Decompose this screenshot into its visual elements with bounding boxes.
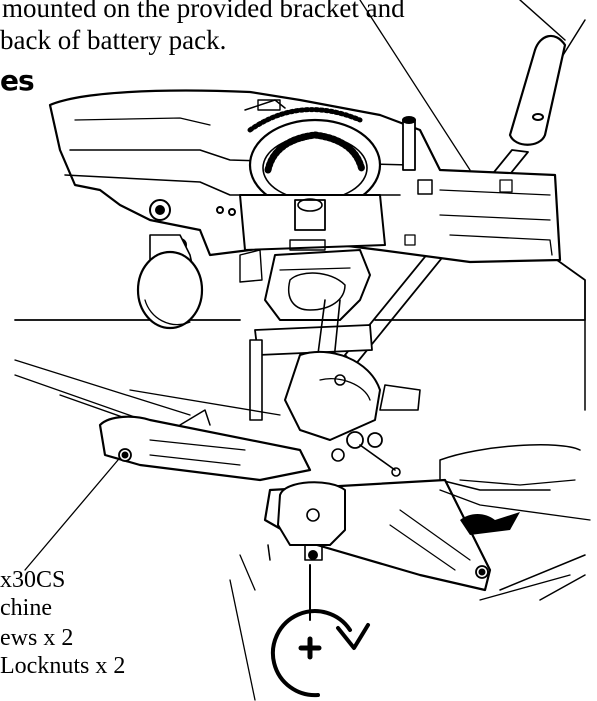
parts-label-line-1: x30CS (0, 567, 66, 593)
leader-line-top (359, 0, 471, 171)
blade-edge-line (479, 574, 571, 601)
caption-line-2: back of battery pack. (0, 25, 227, 55)
plus-icon (298, 636, 322, 660)
parts-label-line-4: Locknuts x 2 (0, 653, 126, 679)
rotor-head (239, 249, 421, 477)
parts-label-line-3: ews x 2 (0, 625, 74, 651)
clockwise-rotation-icon (270, 564, 370, 698)
section-heading: es (0, 64, 35, 97)
parts-label-line-2: chine (0, 595, 52, 621)
frame-post (402, 116, 416, 171)
leader-line-parts (24, 459, 119, 571)
work-bench (14, 254, 586, 411)
main-gear (244, 99, 382, 212)
main-shaft-block (239, 194, 386, 251)
rotor-hub (229, 481, 346, 701)
canopy-mount-ball (136, 250, 204, 330)
caption-line-1: mounted on the provided bracket and (2, 0, 405, 23)
